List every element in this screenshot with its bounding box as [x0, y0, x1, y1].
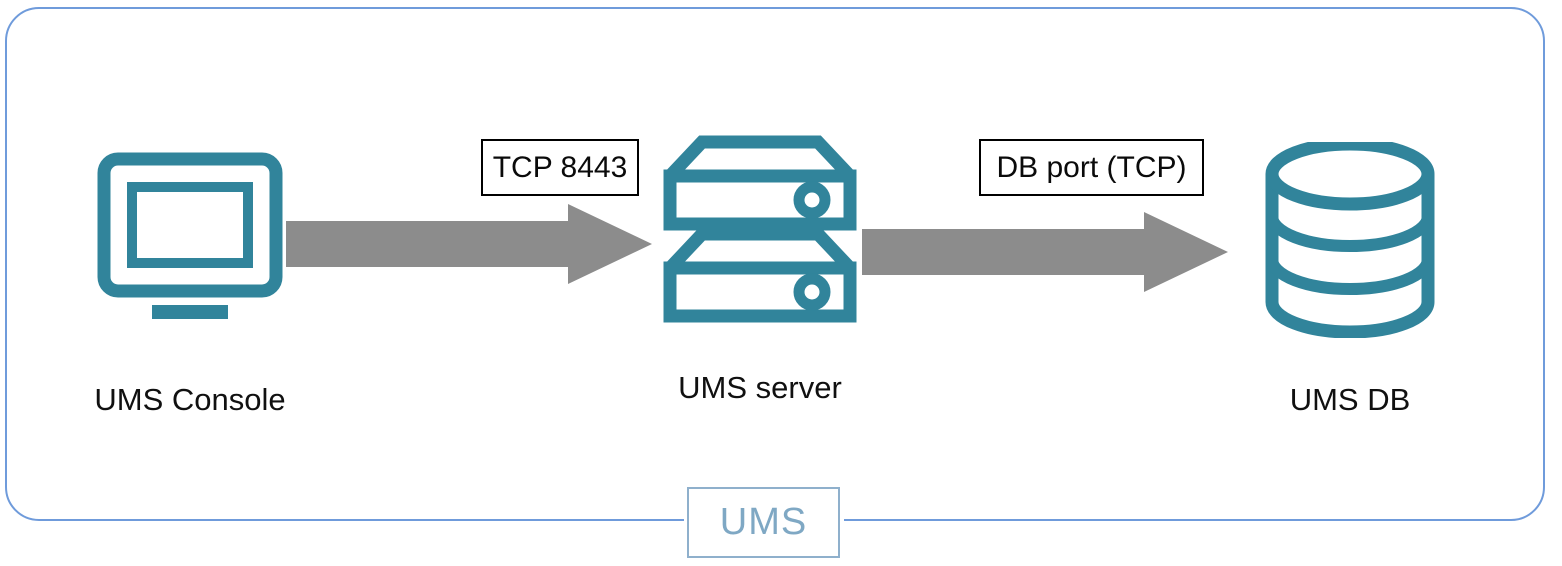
node-label-wrap: UMS DB — [1290, 382, 1411, 418]
arrow-console-to-server — [286, 204, 652, 289]
monitor-icon-wrap — [90, 140, 290, 340]
arrow-server-to-db — [862, 212, 1228, 297]
port-label-text: TCP 8443 — [492, 150, 628, 184]
monitor-icon — [97, 152, 283, 319]
port-label-text: DB port (TCP) — [996, 150, 1187, 184]
port-label-tcp-8443: TCP 8443 — [481, 139, 639, 196]
node-label-wrap: UMS Console — [94, 382, 285, 418]
node-ums-db[interactable]: UMS DB — [1200, 140, 1500, 418]
right-arrow-icon — [286, 204, 652, 284]
node-label-ums-console: UMS Console — [94, 382, 286, 417]
node-label-wrap: UMS server — [678, 370, 842, 406]
server-rack-icon — [663, 135, 857, 323]
node-ums-server[interactable]: UMS server — [610, 128, 910, 406]
database-icon-wrap — [1250, 140, 1450, 340]
node-ums-console[interactable]: UMS Console — [40, 140, 340, 418]
server-icon-wrap — [660, 128, 860, 328]
port-label-db-port: DB port (TCP) — [979, 139, 1204, 196]
node-label-ums-db: UMS DB — [1289, 382, 1411, 417]
ums-zone-badge: UMS — [687, 487, 840, 558]
ums-zone-badge-text: UMS — [719, 501, 808, 543]
right-arrow-icon — [862, 212, 1228, 292]
node-label-ums-server: UMS server — [678, 370, 842, 405]
database-cylinder-icon — [1265, 142, 1435, 338]
